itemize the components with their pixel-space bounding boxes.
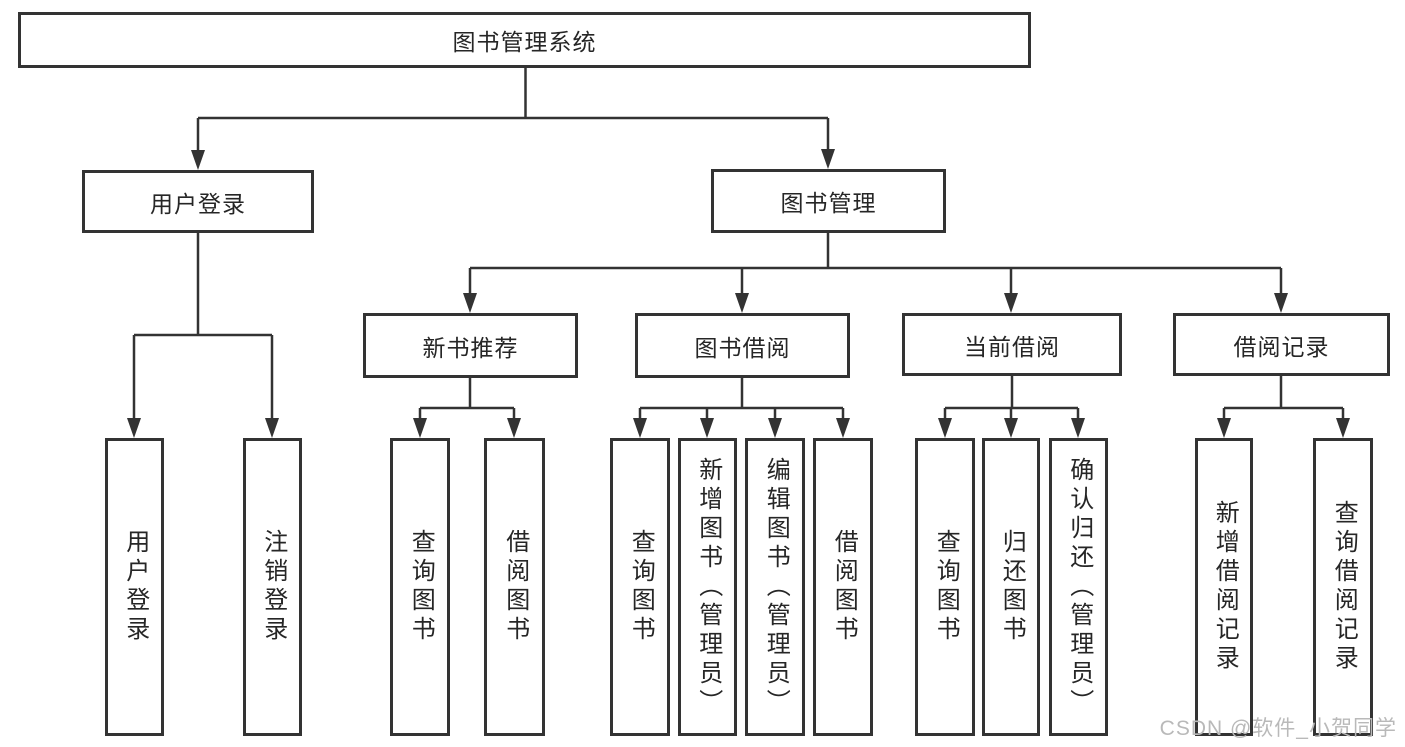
node-user-login-label: 用户登录 <box>150 190 246 217</box>
leaf-logout-label: 注销登录 <box>259 529 287 645</box>
node-book-borrow-label: 图书借阅 <box>694 334 791 361</box>
node-new-book-recommend-label: 新书推荐 <box>422 334 519 361</box>
leaf-return-book: 归还图书 <box>982 438 1040 736</box>
leaf-query-borrow-record: 查询借阅记录 <box>1313 438 1373 736</box>
leaf-query-book-recommend: 查询图书 <box>390 438 450 736</box>
node-borrow-record-label: 借阅记录 <box>1233 333 1330 360</box>
connector-new-book-recommend <box>418 378 516 422</box>
connector-user-login <box>132 233 274 422</box>
leaf-edit-book-admin-label: 编辑图书（管理员） <box>762 456 790 718</box>
connector-book-borrow <box>638 378 845 422</box>
node-root-label: 图书管理系统 <box>452 29 597 55</box>
leaf-query-book-borrow-label: 查询图书 <box>627 529 655 645</box>
connector-current-borrow <box>943 376 1080 422</box>
leaf-add-borrow-record: 新增借阅记录 <box>1195 438 1253 736</box>
node-current-borrow: 当前借阅 <box>902 313 1122 376</box>
leaf-borrow-book-recommend-label: 借阅图书 <box>501 529 529 645</box>
leaf-confirm-return-admin-label: 确认归还（管理员） <box>1065 456 1093 718</box>
node-user-login: 用户登录 <box>82 170 314 233</box>
node-new-book-recommend: 新书推荐 <box>363 313 578 378</box>
leaf-query-borrow-record-label: 查询借阅记录 <box>1330 500 1358 674</box>
leaf-borrow-book-recommend: 借阅图书 <box>484 438 545 736</box>
connector-root <box>196 68 830 154</box>
node-book-management: 图书管理 <box>711 169 946 233</box>
csdn-watermark: CSDN @软件_小贺同学 <box>1159 717 1397 740</box>
leaf-query-book-current: 查询图书 <box>915 438 975 736</box>
leaf-confirm-return-admin: 确认归还（管理员） <box>1049 438 1108 736</box>
leaf-borrow-book-label: 借阅图书 <box>830 529 858 645</box>
leaf-query-book-recommend-label: 查询图书 <box>407 529 435 645</box>
leaf-borrow-book: 借阅图书 <box>813 438 873 736</box>
connector-borrow-record <box>1222 376 1345 422</box>
node-book-management-label: 图书管理 <box>780 190 877 216</box>
node-current-borrow-label: 当前借阅 <box>964 333 1060 360</box>
node-root: 图书管理系统 <box>18 12 1031 68</box>
leaf-add-borrow-record-label: 新增借阅记录 <box>1211 500 1239 674</box>
leaf-query-book-borrow: 查询图书 <box>610 438 670 736</box>
leaf-return-book-label: 归还图书 <box>998 529 1026 645</box>
node-borrow-record: 借阅记录 <box>1173 313 1390 376</box>
leaf-user-login: 用户登录 <box>105 438 164 736</box>
leaf-edit-book-admin: 编辑图书（管理员） <box>745 438 805 736</box>
node-book-borrow: 图书借阅 <box>635 313 850 378</box>
leaf-user-login-label: 用户登录 <box>121 529 149 645</box>
leaf-add-book-admin-label: 新增图书（管理员） <box>694 456 722 718</box>
connector-book-management <box>468 233 1283 297</box>
leaf-logout: 注销登录 <box>243 438 302 736</box>
leaf-query-book-current-label: 查询图书 <box>932 529 960 645</box>
leaf-add-book-admin: 新增图书（管理员） <box>678 438 737 736</box>
